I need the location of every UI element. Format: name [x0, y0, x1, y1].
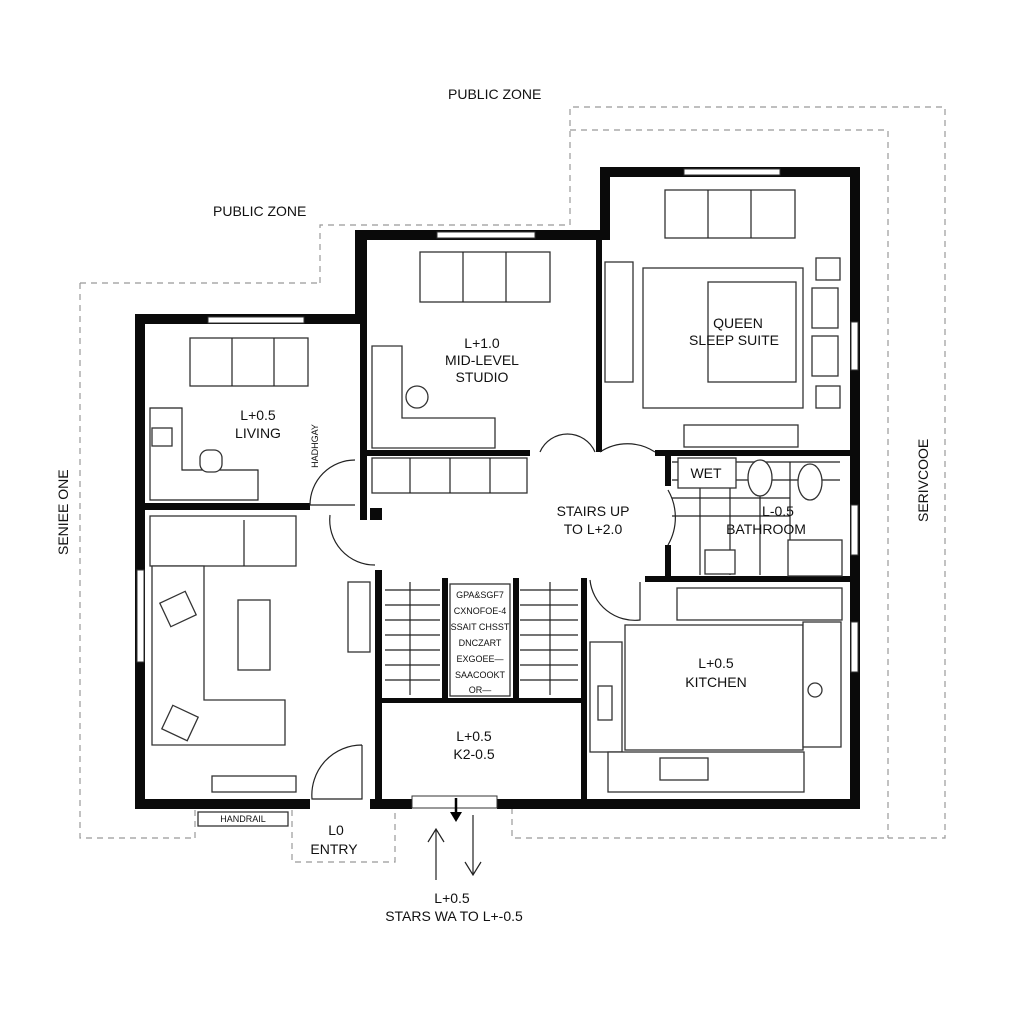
- footer-level: L+0.5: [434, 890, 470, 906]
- arrow-up-icon: [427, 827, 445, 880]
- stair-sign: DNCZART: [459, 638, 502, 648]
- public-zone-left-label: PUBLIC ZONE: [213, 203, 306, 219]
- wet-label: WET: [690, 465, 722, 481]
- handrail-label: HANDRAIL: [220, 814, 266, 824]
- bathroom-level: L-0.5: [762, 503, 794, 519]
- stairs-up-label-2: TO L+2.0: [564, 521, 623, 537]
- landing-level: L+0.5: [456, 728, 492, 744]
- doors: [309, 433, 676, 800]
- studio-level: L+1.0: [464, 335, 500, 351]
- stair-sign: OR—: [469, 685, 492, 695]
- living-level: L+0.5: [240, 407, 276, 423]
- arrow-down-icon: [450, 812, 462, 822]
- handrail: [197, 811, 289, 827]
- service-zone-right-label: SERIVCOOE: [915, 439, 931, 522]
- room-labels: L+0.5 LIVING L+1.0 MID-LEVEL STUDIO QUEE…: [220, 315, 806, 857]
- handrail-vertical-label: HADHGAY: [310, 424, 320, 468]
- furniture: [149, 189, 843, 827]
- stair-sign: EXGOEE—: [456, 654, 503, 664]
- suite-label-2: SLEEP SUITE: [689, 332, 779, 348]
- public-zone-top-label: PUBLIC ZONE: [448, 86, 541, 102]
- studio-label-2: STUDIO: [456, 369, 509, 385]
- studio-label-1: MID-LEVEL: [445, 352, 519, 368]
- stairs-up-label-1: STAIRS UP: [557, 503, 630, 519]
- stair-treads: [385, 582, 578, 697]
- stair-sign: GPA&SGF7: [456, 590, 504, 600]
- windows: [136, 168, 859, 809]
- stair-sign: SSAIT CHSST: [451, 622, 510, 632]
- entry-label: ENTRY: [310, 841, 358, 857]
- kitchen-label: KITCHEN: [685, 674, 746, 690]
- stair-sign: SAACOOKT: [455, 670, 506, 680]
- stair-sign: CXNOFOE-4: [454, 606, 507, 616]
- suite-label-1: QUEEN: [713, 315, 763, 331]
- stair-arrows: [427, 798, 482, 880]
- service-zone-left-label: SENIEE ONE: [55, 469, 71, 555]
- zone-outlines: [79, 106, 946, 863]
- landing-label: K2-0.5: [453, 746, 494, 762]
- stair-signs: GPA&SGF7 CXNOFOE-4 SSAIT CHSST DNCZART E…: [451, 590, 510, 695]
- arrow-down-icon: [464, 815, 482, 877]
- bathroom-label: BATHROOM: [726, 521, 806, 537]
- entry-level: L0: [328, 822, 344, 838]
- footer-stairs-note: STARS WA TO L+-0.5: [385, 908, 523, 924]
- kitchen-level: L+0.5: [698, 655, 734, 671]
- living-label: LIVING: [235, 425, 281, 441]
